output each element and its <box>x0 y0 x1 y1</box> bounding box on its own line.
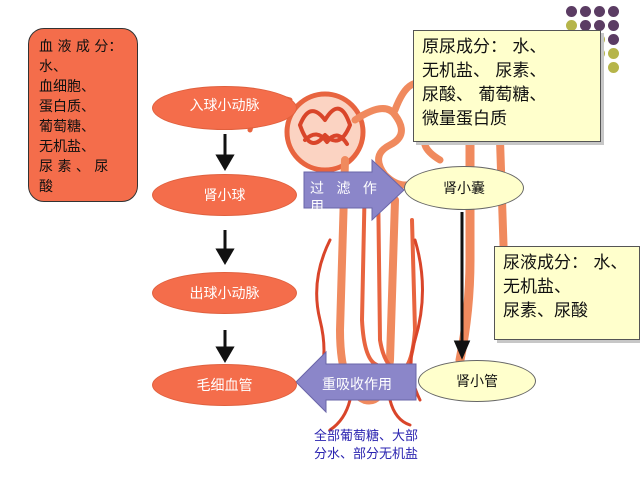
blood-line: 蛋白质、 <box>39 99 95 115</box>
primary-urine-line: 尿酸、 葡萄糖、 <box>422 85 547 105</box>
filtration-label: 过 滤 作 用 <box>310 181 381 215</box>
urine-line: 无机盐、 <box>503 277 571 297</box>
glomerulus-node: 肾小球 <box>152 174 297 216</box>
reabsorption-label: 重吸收作用 <box>322 377 392 393</box>
urine-line: 尿液成分： 水、 <box>503 253 628 273</box>
primary-urine-line: 微量蛋白质 <box>422 109 507 129</box>
bowman-capsule-label: 肾小囊 <box>443 181 485 197</box>
capillary-label: 毛细血管 <box>196 378 253 394</box>
capillary-node: 毛细血管 <box>152 364 297 406</box>
reabsorbed-line: 全部葡萄糖、大部 <box>313 429 418 444</box>
blood-line: 无机盐、 <box>39 139 95 155</box>
blood-line: 血细胞、 <box>39 79 95 95</box>
blood-line: 血 液 成 分： <box>39 39 123 55</box>
reabsorbed-line: 分水、部分无机盐 <box>313 447 418 462</box>
blood-line: 尿 素 、 尿 <box>39 159 109 175</box>
blood-composition-box: 血 液 成 分： 水、 血细胞、 蛋白质、 葡萄糖、 无机盐、 尿 素 、 尿 … <box>28 28 138 202</box>
glomerulus-label: 肾小球 <box>203 188 246 204</box>
efferent-arteriole-label: 出球小动脉 <box>189 286 260 302</box>
renal-tubule-node: 肾小管 <box>418 360 536 402</box>
blood-line: 葡萄糖、 <box>39 119 95 135</box>
reabsorbed-substances-note: 全部葡萄糖、大部 分水、部分无机盐 <box>296 428 436 464</box>
filtration-arrow <box>303 158 405 222</box>
renal-tubule-label: 肾小管 <box>456 374 498 390</box>
blood-line: 水、 <box>39 59 67 75</box>
bowman-capsule-node: 肾小囊 <box>404 166 524 210</box>
efferent-arteriole-node: 出球小动脉 <box>152 272 297 314</box>
blood-line: 酸 <box>39 179 53 195</box>
glomerulus-loops <box>298 106 352 146</box>
bowman-capsule-shape <box>284 91 366 173</box>
primary-urine-line: 原尿成分： 水、 <box>422 37 547 57</box>
urine-note: 尿液成分： 水、 无机盐、 尿素、尿酸 <box>494 246 640 340</box>
primary-urine-note: 原尿成分： 水、 无机盐、 尿素、 尿酸、 葡萄糖、 微量蛋白质 <box>413 30 601 142</box>
primary-urine-line: 无机盐、 尿素、 <box>422 61 547 81</box>
afferent-arteriole-label: 入球小动脉 <box>189 98 260 114</box>
reabsorption-arrow <box>295 350 417 414</box>
urine-line: 尿素、尿酸 <box>503 301 588 321</box>
afferent-arteriole-node: 入球小动脉 <box>152 86 297 130</box>
flow-arrows <box>215 134 471 363</box>
